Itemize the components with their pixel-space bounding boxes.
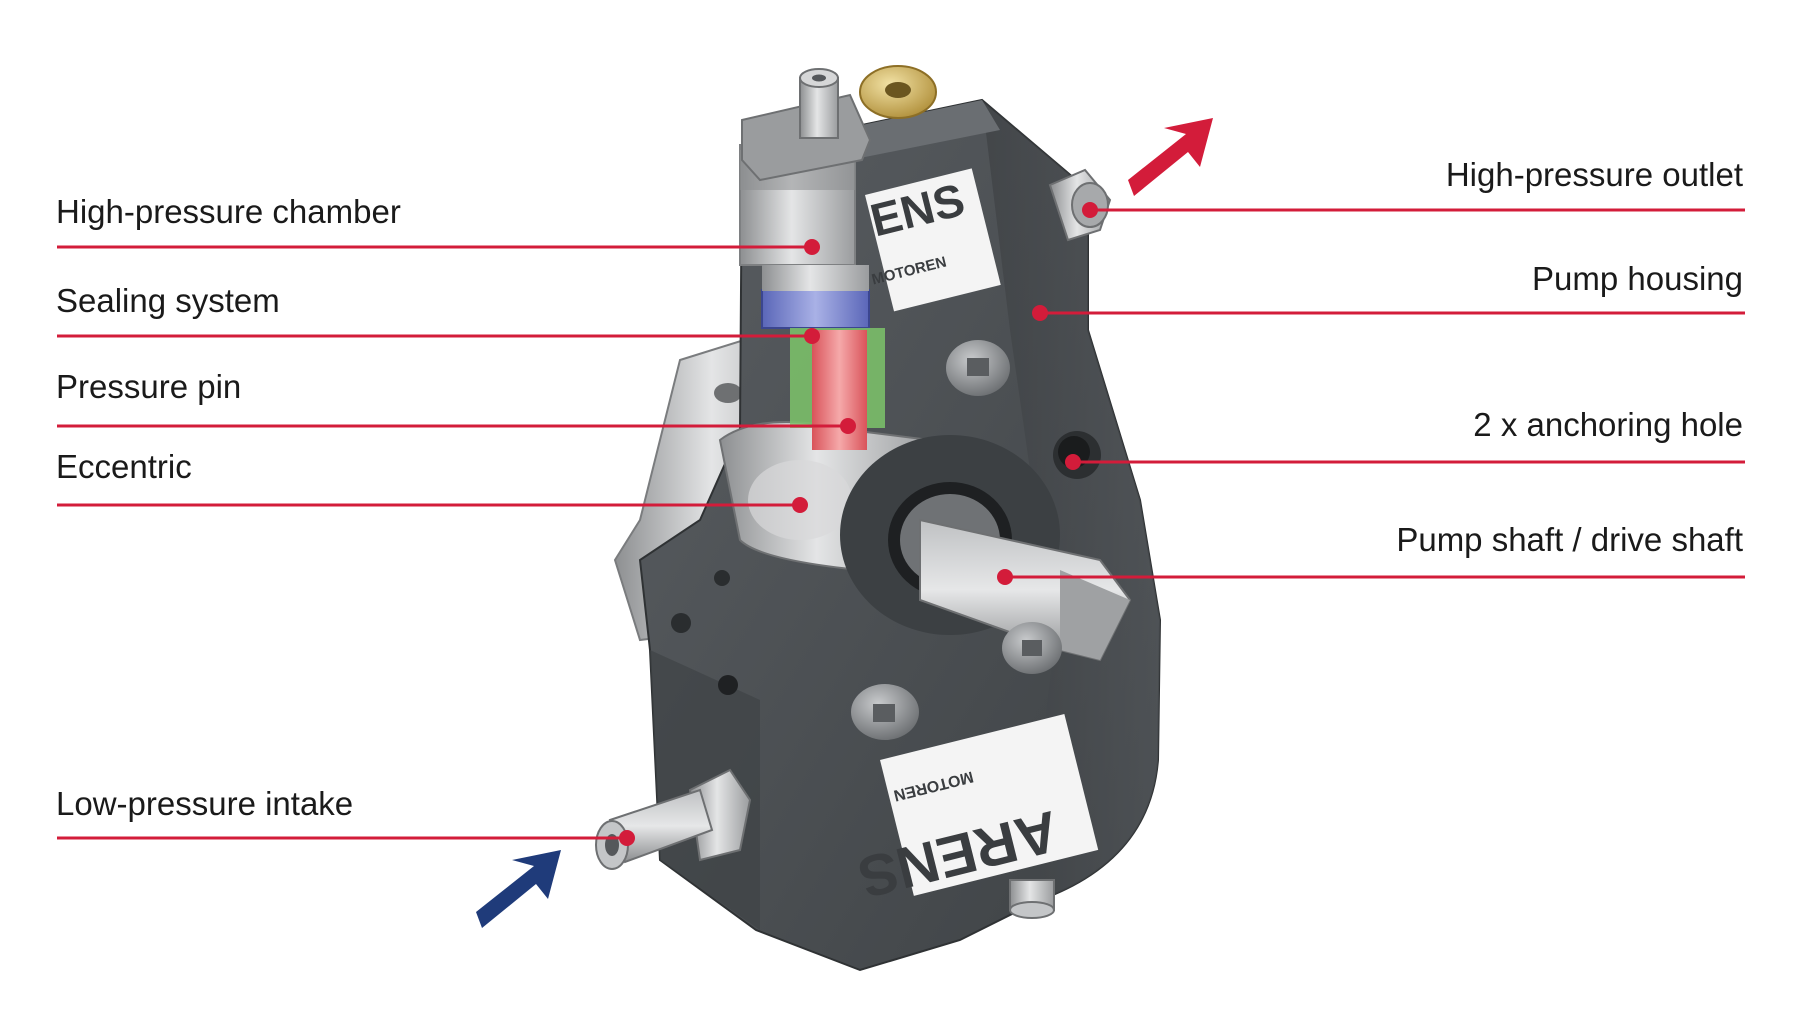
dot-anchoring-hole <box>1065 454 1081 470</box>
detail-holes <box>671 570 738 695</box>
label-anchoring-hole: 2 x anchoring hole <box>1473 406 1743 443</box>
top-screw <box>799 68 839 139</box>
dot-pump-housing <box>1032 305 1048 321</box>
dot-pressure-pin <box>840 418 856 434</box>
intake-arrow-icon <box>476 850 561 928</box>
pressure-chamber-cylinder <box>739 93 885 450</box>
label-low-pressure-intake: Low-pressure intake <box>56 785 354 822</box>
dot-high-pressure-chamber <box>804 239 820 255</box>
label-pump-shaft: Pump shaft / drive shaft <box>1396 521 1743 558</box>
outlet-arrow-icon <box>1128 118 1213 196</box>
label-sealing-system: Sealing system <box>56 282 280 319</box>
upper-logo-plate <box>865 168 1001 312</box>
leader-dots <box>619 202 1098 846</box>
leader-lines <box>57 208 1745 840</box>
dot-high-pressure-outlet <box>1082 202 1098 218</box>
drive-shaft <box>919 518 1132 662</box>
anchoring-hole <box>1053 431 1101 479</box>
label-pressure-pin: Pressure pin <box>56 368 242 405</box>
intake-fitting <box>595 768 752 870</box>
dot-sealing-system <box>804 328 820 344</box>
outlet-fitting <box>1048 168 1112 242</box>
dot-low-pressure-intake <box>619 830 635 846</box>
brass-plug <box>859 65 937 119</box>
label-eccentric: Eccentric <box>56 448 192 485</box>
lower-logo-plate <box>880 714 1099 896</box>
bottom-fitting <box>1009 879 1055 919</box>
housing-bolts <box>851 340 1062 740</box>
label-high-pressure-outlet: High-pressure outlet <box>1445 156 1743 193</box>
dot-eccentric <box>792 497 808 513</box>
label-high-pressure-chamber: High-pressure chamber <box>56 193 401 230</box>
label-pump-housing: Pump housing <box>1532 260 1743 297</box>
dot-pump-shaft <box>997 569 1013 585</box>
